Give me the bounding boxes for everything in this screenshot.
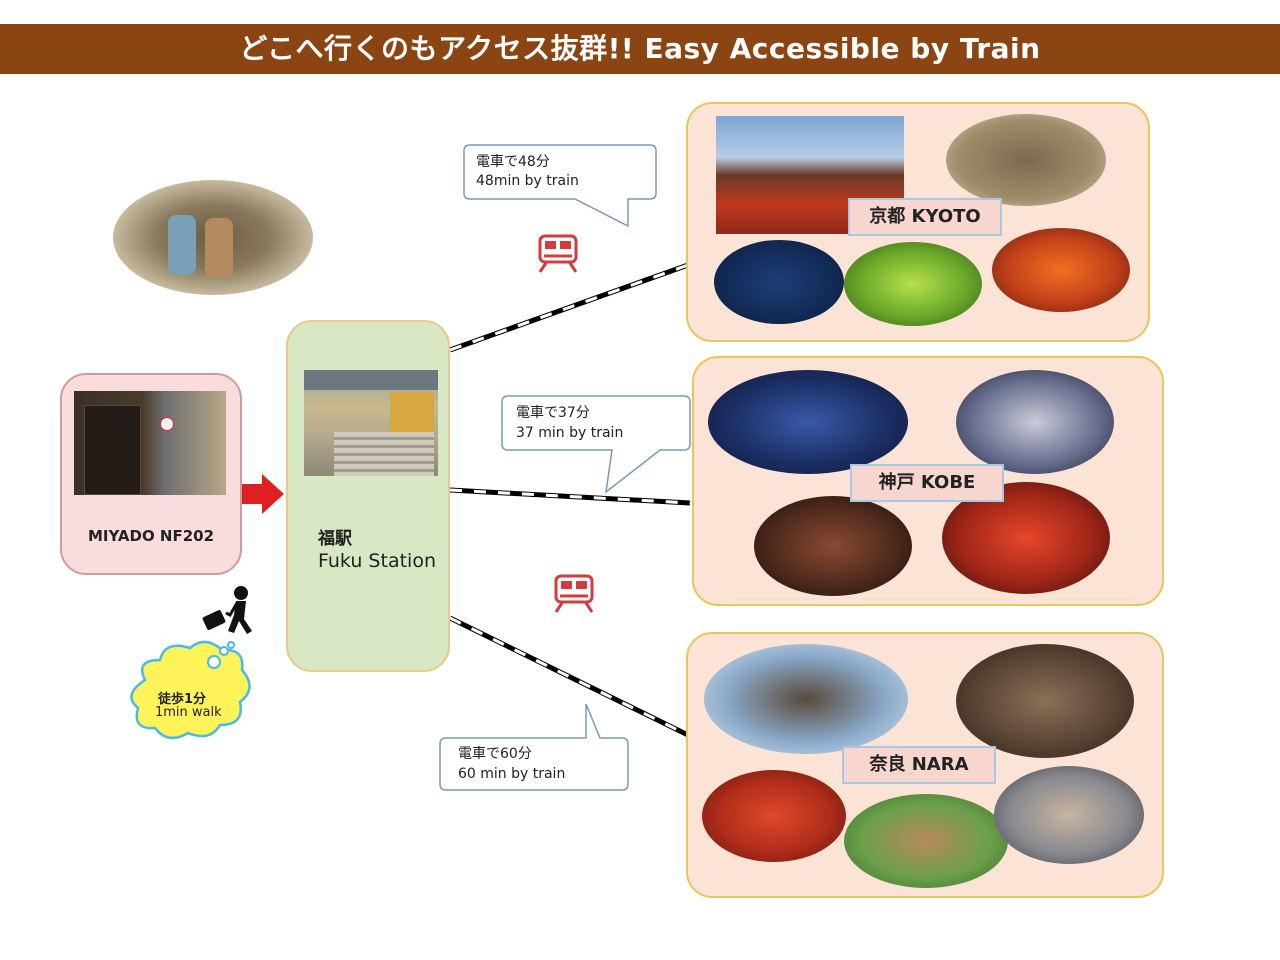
property-name: MIYADO NF202: [87, 527, 215, 545]
nara-child-photo: [994, 766, 1144, 864]
city-label-kyoto: 京都 KYOTO: [848, 198, 1002, 236]
kyoto-bamboo-photo: [844, 242, 982, 326]
city-box-nara: 奈良 NARA: [686, 632, 1164, 898]
nara-temple-photo: [704, 644, 908, 754]
walk-time-jp: 徒歩1分: [158, 692, 207, 707]
route-nara-time-jp: 電車で60分: [458, 746, 532, 762]
kobe-building-photo: [956, 370, 1114, 474]
route-kobe-time-jp: 電車で37分: [516, 405, 590, 421]
speech-bubble-nara: [439, 703, 629, 791]
station-photo: [304, 370, 438, 476]
walk-time-en: 1min walk: [155, 705, 222, 720]
city-label-kobe: 神戸 KOBE: [850, 464, 1004, 502]
thought-cloud-icon: [130, 640, 251, 740]
route-kobe-time-en: 37 min by train: [516, 425, 624, 441]
train-icon: [538, 234, 578, 273]
walking-person-icon: [202, 586, 252, 634]
nara-buddha-photo: [956, 644, 1134, 758]
speech-bubble-kobe: [501, 395, 691, 494]
city-box-kobe: 神戸 KOBE: [692, 356, 1164, 606]
city-label-nara: 奈良 NARA: [842, 746, 996, 784]
nara-shrine-photo: [702, 770, 846, 862]
route-kyoto-time-en: 48min by train: [476, 173, 579, 189]
route-nara-time-en: 60 min by train: [458, 766, 566, 782]
train-icon: [554, 574, 594, 613]
route-kyoto-time-jp: 電車で48分: [476, 154, 550, 170]
city-box-kyoto: 京都 KYOTO: [686, 102, 1150, 342]
kobe-beef-photo: [754, 496, 912, 596]
property-box: MIYADO NF202: [60, 373, 242, 575]
kyoto-river-photo: [714, 240, 844, 324]
street-photo: [113, 180, 313, 295]
title-banner: どこへ行くのもアクセス抜群!! Easy Accessible by Train: [0, 24, 1280, 74]
speech-bubble-kyoto: [463, 144, 657, 228]
nara-deer-photo: [844, 794, 1008, 888]
kobe-port-photo: [708, 370, 908, 474]
kyoto-torii-photo: [992, 228, 1130, 312]
station-box: 福駅 Fuku Station: [286, 320, 450, 672]
arrow-icon: [238, 474, 284, 514]
station-name-en: Fuku Station: [318, 550, 436, 572]
kyoto-street-photo: [946, 114, 1106, 206]
banner-title: どこへ行くのもアクセス抜群!! Easy Accessible by Train: [239, 32, 1041, 65]
property-photo: [74, 391, 226, 495]
station-name-jp: 福駅: [318, 529, 352, 549]
